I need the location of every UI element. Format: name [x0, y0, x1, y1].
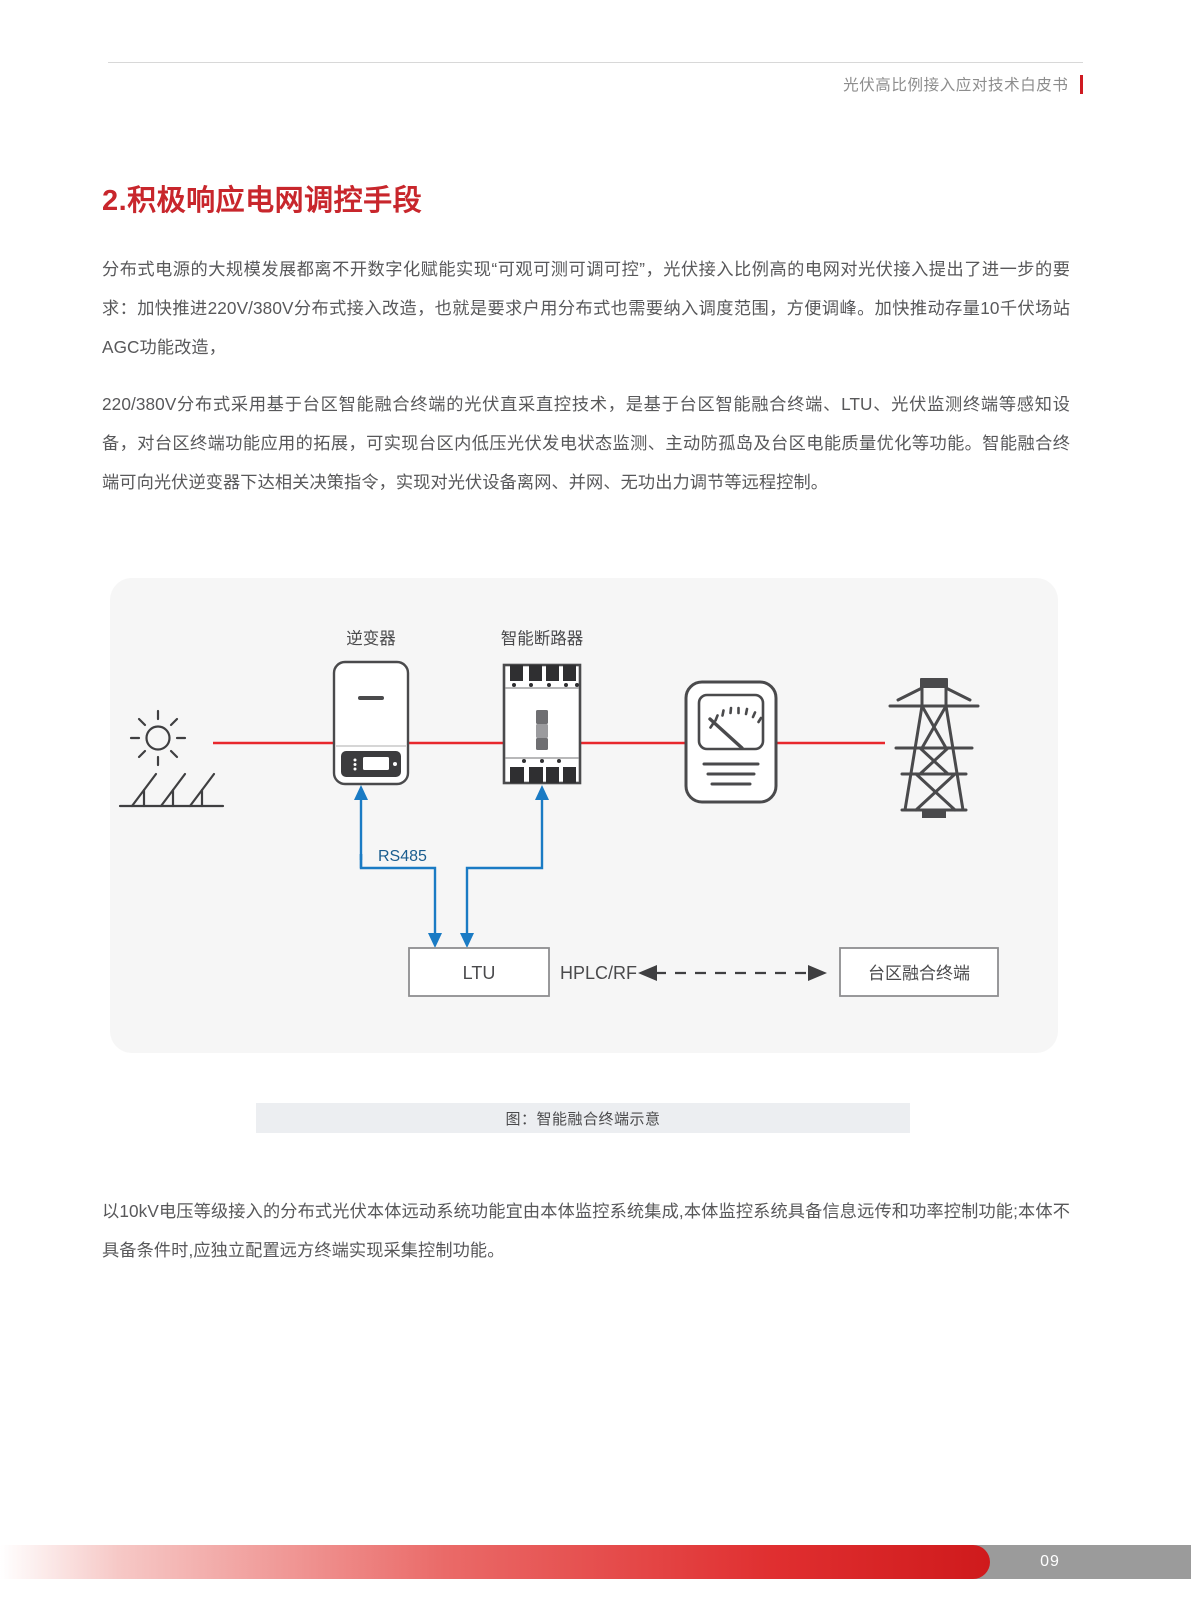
hplc-bidirectional-arrow — [638, 965, 827, 981]
page-number: 09 — [1040, 1553, 1060, 1570]
header-divider — [108, 62, 1083, 63]
arrow-to-inverter — [354, 785, 368, 800]
arrow-to-ltu-left — [428, 933, 442, 948]
figure-caption-bar: 图：智能融合终端示意 — [256, 1103, 910, 1133]
header-title: 光伏高比例接入应对技术白皮书 — [843, 77, 1069, 94]
page-title: 2.积极响应电网调控手段 — [102, 185, 423, 217]
inverter-indicator-dash — [358, 696, 384, 700]
ltu-box: LTU — [408, 947, 550, 997]
paragraph-1: 分布式电源的大规模发展都离不开数字化赋能实现“可观可测可调可控”，光伏接入比例高… — [102, 259, 1070, 357]
transmission-tower-icon — [888, 678, 980, 818]
hplc-label: HPLC/RF — [560, 963, 637, 983]
energy-meter-icon — [684, 680, 778, 804]
header-accent-bar — [1079, 74, 1083, 94]
header: 光伏高比例接入应对技术白皮书 — [843, 73, 1083, 95]
paragraph-2: 220/380V分布式采用基于台区智能融合终端的光伏直采直控技术，是基于台区智能… — [102, 394, 1070, 492]
figure-caption: 图：智能融合终端示意 — [505, 1110, 661, 1128]
smart-breaker-device — [502, 663, 582, 785]
inverter-label: 逆变器 — [346, 629, 396, 648]
arrow-to-ltu-right — [460, 933, 474, 948]
terminal-box: 台区融合终端 — [839, 947, 999, 997]
ltu-label: LTU — [463, 963, 496, 983]
solar-panel-icon — [118, 709, 225, 808]
inverter-device — [332, 660, 410, 786]
footer-accent-bar — [0, 1545, 990, 1579]
paragraph-3: 以10kV电压等级接入的分布式光伏本体远动系统功能宜由本体监控系统集成,本体监控… — [102, 1201, 1070, 1260]
figure-panel: 逆变器 智能断路器 RS485 LTU HPLC/RF — [110, 578, 1058, 1053]
breaker-label: 智能断路器 — [501, 629, 584, 648]
terminal-label: 台区融合终端 — [868, 964, 970, 983]
breaker-toggle — [536, 710, 548, 724]
rs485-link — [359, 791, 544, 935]
arrow-to-breaker — [535, 785, 549, 800]
smart-terminal-diagram: 逆变器 智能断路器 RS485 LTU HPLC/RF — [118, 629, 999, 997]
rs485-label: RS485 — [378, 848, 427, 865]
